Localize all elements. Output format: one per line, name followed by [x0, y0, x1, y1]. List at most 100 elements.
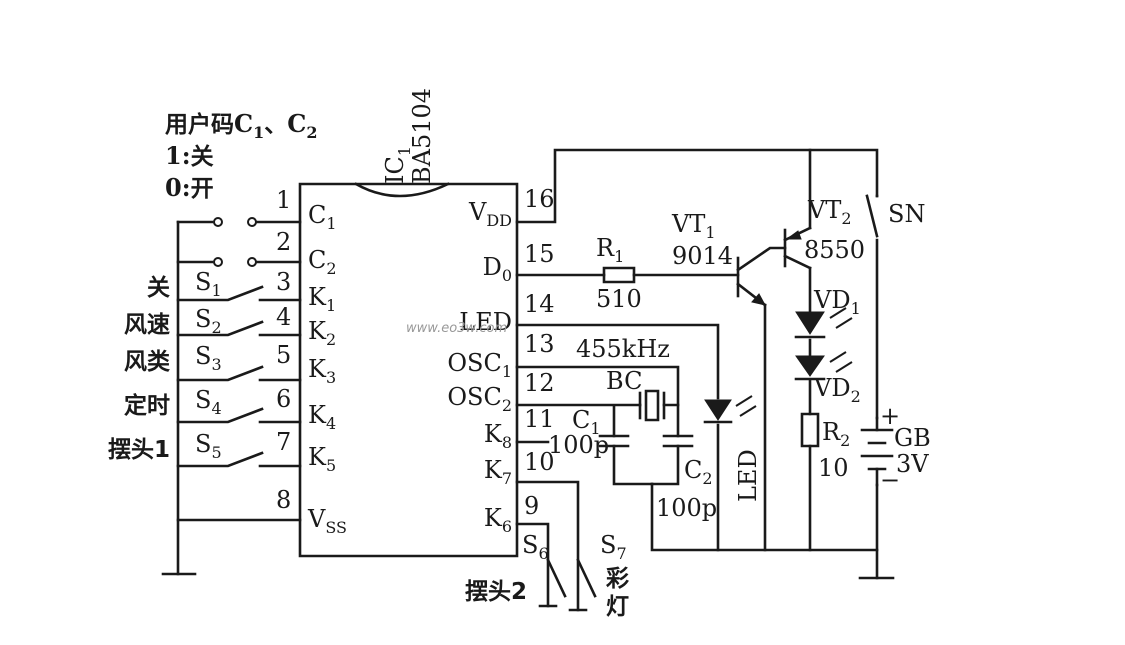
- pin-label-led: LED: [459, 308, 512, 336]
- k7-wire: [515, 480, 580, 612]
- vd1-ref: VD1: [813, 286, 861, 318]
- pin-label-k8: K8: [484, 420, 512, 452]
- pin-label-k6: K6: [484, 504, 512, 536]
- vdd-rail: [515, 148, 879, 224]
- led-indicator-label: LED: [734, 449, 762, 502]
- ic-ba5104: [298, 182, 519, 558]
- pin-num-14: 14: [524, 290, 555, 318]
- vt2-collector: [783, 254, 812, 270]
- pin-num-11: 11: [524, 405, 555, 433]
- pin-label-osc1: OSC1: [447, 349, 512, 381]
- switch-s4: [176, 407, 302, 424]
- s7-ref: S7: [600, 531, 627, 563]
- right-wiring: [515, 148, 895, 612]
- battery-plus: +: [880, 402, 900, 430]
- ic-notch: [354, 182, 450, 198]
- pin-num-6: 6: [276, 385, 291, 413]
- r2-ref: R2: [822, 418, 850, 450]
- switch-s2: [176, 320, 302, 337]
- switch-s6: [538, 558, 567, 608]
- led-vd1: [794, 307, 853, 339]
- pin-num-15: 15: [524, 240, 555, 268]
- pin-label-vdd: VDD: [468, 198, 512, 230]
- c2-ref: C2: [684, 456, 713, 488]
- switch-s1-function: 关: [147, 274, 170, 301]
- pin-num-10: 10: [524, 448, 555, 476]
- pin-num-5: 5: [276, 341, 291, 369]
- watermark: www.eo3w.com: [406, 321, 507, 336]
- osc1-wire: [515, 365, 680, 438]
- jumper-c1-contact-a: [213, 217, 223, 227]
- switch-s7: [568, 558, 597, 612]
- vt1-collector: [736, 246, 787, 272]
- osc2-wire: [515, 403, 642, 438]
- c1-ref: C1: [572, 406, 601, 438]
- switch-s3-ref: S3: [195, 342, 222, 374]
- s6-ref: S6: [522, 531, 549, 563]
- led-indicator: [703, 395, 757, 424]
- jumper-c2-contact-a: [213, 257, 223, 267]
- crystal-frequency: 455kHz: [576, 335, 670, 363]
- switch-s2-function: 风速: [124, 311, 170, 338]
- ic-body: [298, 182, 519, 558]
- pin-num-7: 7: [276, 428, 291, 456]
- pin-label-osc2: OSC2: [447, 383, 512, 415]
- switch-s3-function: 风类: [124, 349, 170, 375]
- vd1-emission-icon: [829, 307, 853, 329]
- vd2-emission-icon: [829, 351, 853, 373]
- led-emission-icon: [735, 395, 757, 417]
- vt1-part: 9014: [672, 242, 733, 270]
- crystal-ref: BC: [606, 367, 642, 395]
- pin-num-8: 8: [276, 486, 291, 514]
- user-code-title: 用户码C1、C2: [165, 109, 318, 142]
- transistor-vt2: [783, 226, 812, 270]
- led-pin-wire: [515, 323, 720, 400]
- pin-num-9: 9: [524, 492, 539, 520]
- pin-num-1: 1: [276, 186, 291, 214]
- s6-function: 摆头2: [465, 579, 527, 605]
- pin-label-k7: K7: [484, 456, 512, 488]
- vt2-part: 8550: [804, 236, 865, 264]
- transistor-vt1: [736, 246, 787, 307]
- resistor-r2: [800, 412, 820, 448]
- left-wiring: [161, 217, 302, 576]
- s7-function-char-1: 彩: [605, 566, 629, 592]
- switch-s5-ref: S5: [195, 430, 222, 462]
- pin-label-k1: K1: [308, 283, 336, 315]
- jumper-c2-contact-b: [247, 257, 257, 267]
- ground-bus: [650, 482, 879, 552]
- c1-value: 100p: [548, 431, 609, 459]
- battery-voltage: 3V: [896, 450, 929, 478]
- switch-s4-ref: S4: [195, 386, 222, 418]
- sn-label: SN: [888, 200, 925, 228]
- pin-label-d0: D0: [483, 253, 512, 285]
- pin-label-c2: C2: [308, 246, 337, 278]
- pin-label-k4: K4: [308, 401, 336, 433]
- switch-s5-function: 摆头1: [108, 437, 170, 463]
- resistor-r1: [602, 266, 636, 284]
- r2-value: 10: [818, 454, 849, 482]
- battery-ref: GB: [894, 424, 931, 452]
- pin-num-12: 12: [524, 369, 555, 397]
- capacitor-c2: [650, 434, 694, 486]
- ic-label: IC1: [381, 146, 414, 184]
- r1-value: 510: [596, 285, 642, 313]
- switch-s5: [176, 451, 302, 468]
- switch-s1-ref: S1: [195, 268, 222, 300]
- ic-part-number: BA5104: [408, 88, 436, 184]
- battery-gb: [860, 416, 894, 487]
- pin-label-vss: VSS: [307, 505, 347, 537]
- user-code-on: 0:开: [165, 173, 214, 202]
- capacitor-c1: [598, 434, 654, 486]
- switch-s3: [176, 365, 302, 382]
- switch-s1: [176, 285, 302, 302]
- pin-num-4: 4: [276, 303, 291, 331]
- pin-label-c1: C1: [308, 201, 337, 233]
- switch-s4-function: 定时: [124, 392, 170, 419]
- pin-num-2: 2: [276, 228, 291, 256]
- r1-ref: R1: [596, 234, 624, 266]
- vt1-ref: VT1: [671, 210, 716, 242]
- led-vd2: [794, 351, 853, 381]
- vd2-ref: VD2: [813, 374, 861, 406]
- switch-s2-ref: S2: [195, 305, 222, 337]
